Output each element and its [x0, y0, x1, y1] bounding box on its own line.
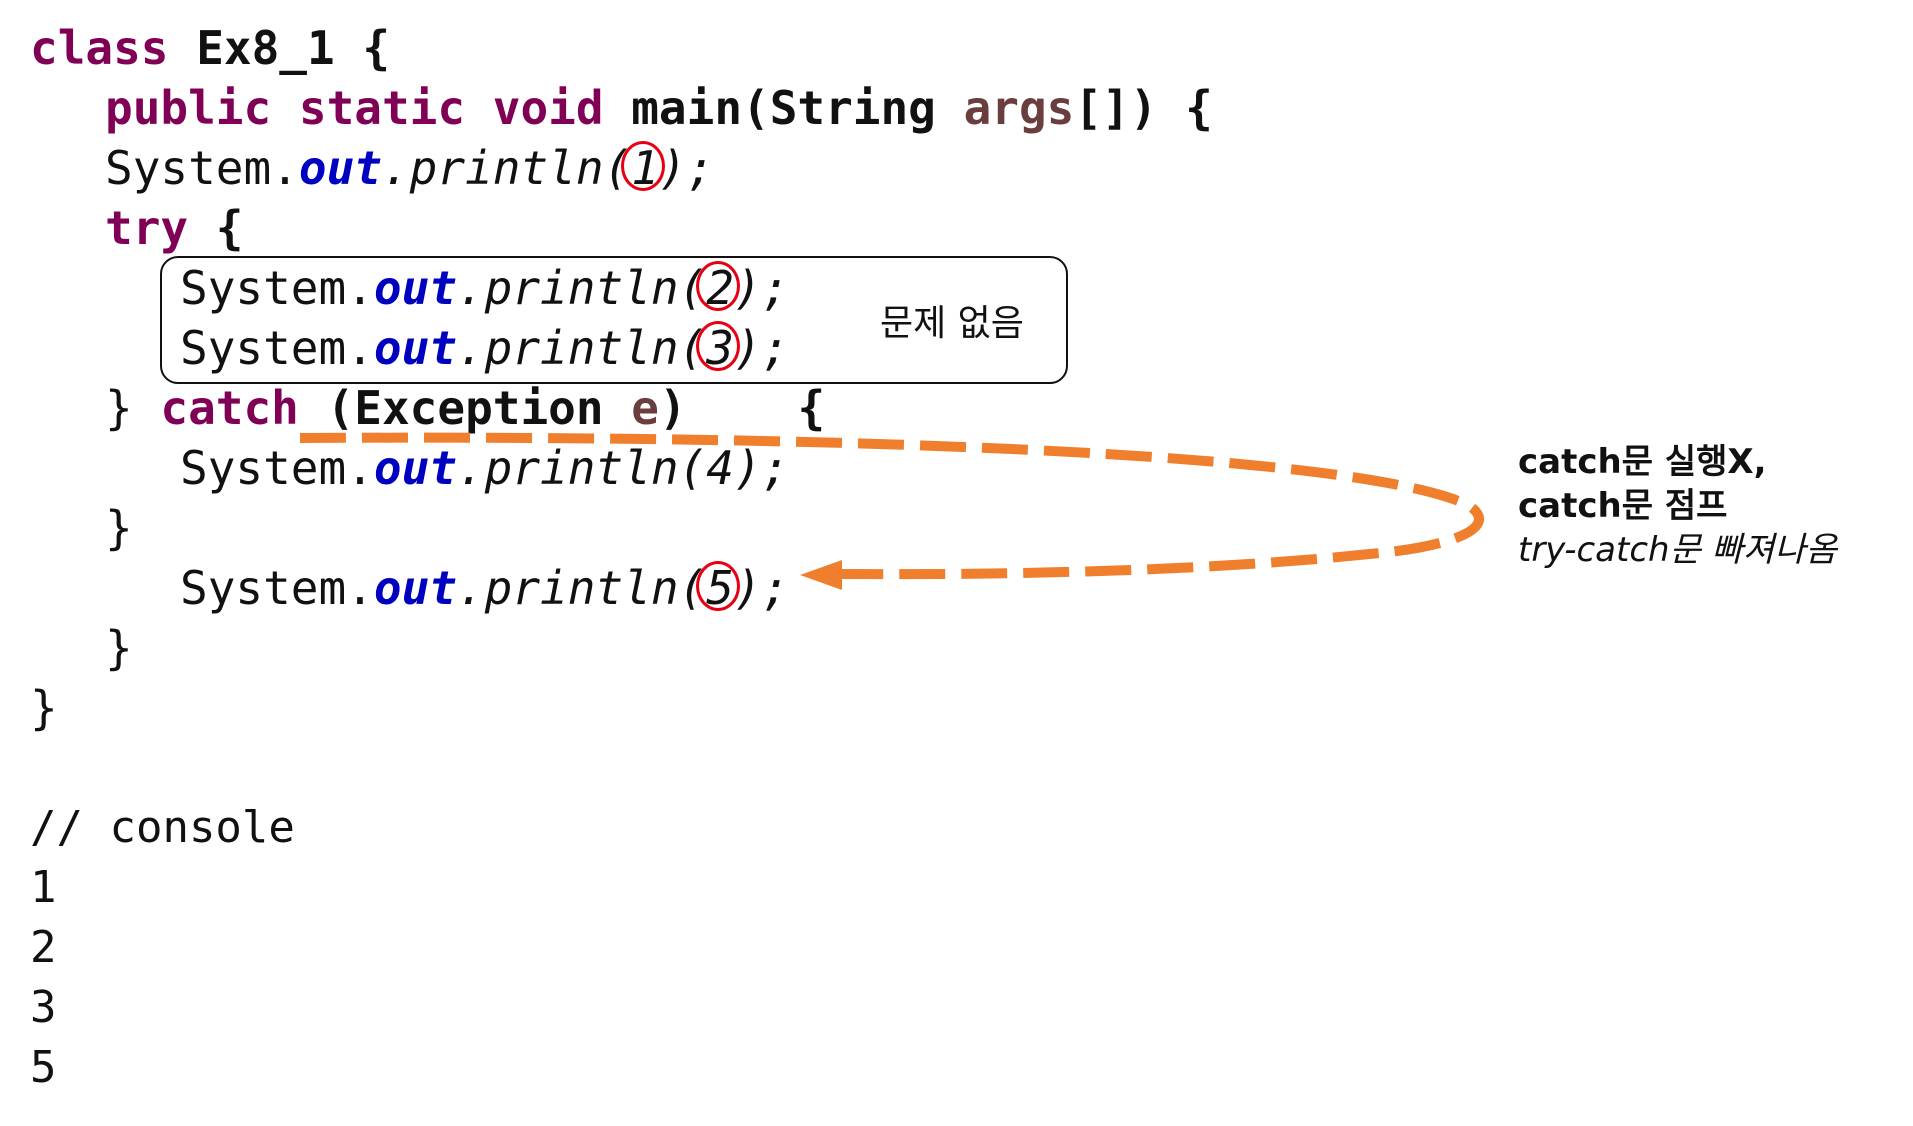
marked-number-2: 2: [696, 258, 741, 318]
system-ref: System.: [180, 321, 374, 375]
try-close-brace: }: [105, 381, 133, 435]
code-line-class-decl: class Ex8_1 {: [30, 18, 390, 78]
catch-open-brace: {: [797, 381, 826, 435]
console-output-line: 5: [30, 1042, 57, 1093]
println-call: .println(: [456, 261, 707, 315]
code-line-print-1: System.out.println(1);: [105, 138, 714, 198]
code-line-main-close: }: [105, 618, 133, 678]
code-line-catch-close: }: [105, 498, 133, 558]
marked-number-3: 3: [696, 318, 741, 378]
try-open-brace: {: [215, 201, 244, 255]
red-circle-marker: [696, 321, 741, 371]
note-line-3: try-catch문 빠져나옴: [1518, 530, 1837, 570]
catch-close-paren: ): [658, 381, 687, 435]
note-line-1: catch문 실행X,: [1518, 442, 1767, 482]
console-output-line: 2: [30, 922, 57, 973]
dashed-jump-path: [299, 432, 1484, 580]
system-ref: System.: [105, 141, 299, 195]
println-call: .println(: [456, 561, 707, 615]
class-name: Ex8_1 {: [196, 21, 391, 75]
box-label: 문제 없음: [880, 303, 1024, 344]
console-output-line: 3: [30, 982, 57, 1033]
code-line-print-2: System.out.println(2);: [180, 258, 789, 318]
println-end: );: [733, 321, 790, 375]
note-line-2: catch문 점프: [1518, 486, 1728, 526]
field-out: out: [373, 321, 457, 375]
println-call: .println(: [381, 141, 632, 195]
main-close-brace: }: [105, 621, 133, 675]
code-line-main-decl: public static void main(String args[]) {: [105, 78, 1213, 138]
exception-type: (Exception: [326, 381, 604, 435]
red-circle-marker: [696, 261, 741, 311]
code-line-catch: } catch (Exception e) {: [105, 378, 825, 438]
keyword-try: try: [105, 201, 189, 255]
main-decl-rest: []) {: [1074, 81, 1213, 135]
system-ref: System.: [180, 441, 374, 495]
code-line-print-3: System.out.println(3);: [180, 318, 789, 378]
field-out: out: [373, 441, 457, 495]
code-line-class-close: }: [30, 678, 58, 738]
marked-number-5: 5: [696, 558, 741, 618]
console-comment: // console: [30, 802, 295, 853]
keyword-class: class: [30, 21, 169, 75]
keyword-public: public: [105, 81, 272, 135]
catch-close-brace: }: [105, 501, 133, 555]
field-out: out: [373, 561, 457, 615]
method-name: main(String: [631, 81, 936, 135]
code-line-try: try {: [105, 198, 244, 258]
field-out: out: [373, 261, 457, 315]
red-circle-marker: [621, 141, 666, 191]
println-end: );: [658, 141, 715, 195]
param-args: args: [963, 81, 1075, 135]
try-body-box: [160, 256, 1068, 384]
println-end: );: [733, 561, 790, 615]
code-line-print-5: System.out.println(5);: [180, 558, 789, 618]
system-ref: System.: [180, 561, 374, 615]
keyword-static: static: [298, 81, 466, 135]
code-line-print-4: System.out.println(4);: [180, 438, 789, 498]
system-ref: System.: [180, 261, 374, 315]
class-close-brace: }: [30, 681, 58, 735]
field-out: out: [298, 141, 382, 195]
println-call: .println(4);: [456, 441, 790, 495]
println-call: .println(: [456, 321, 707, 375]
keyword-void: void: [492, 81, 604, 135]
red-circle-marker: [696, 561, 741, 611]
println-end: );: [733, 261, 790, 315]
keyword-catch: catch: [160, 381, 299, 435]
arrow-head-icon: [800, 560, 842, 590]
exception-var: e: [631, 381, 659, 435]
marked-number-1: 1: [621, 138, 666, 198]
console-output-line: 1: [30, 862, 57, 913]
